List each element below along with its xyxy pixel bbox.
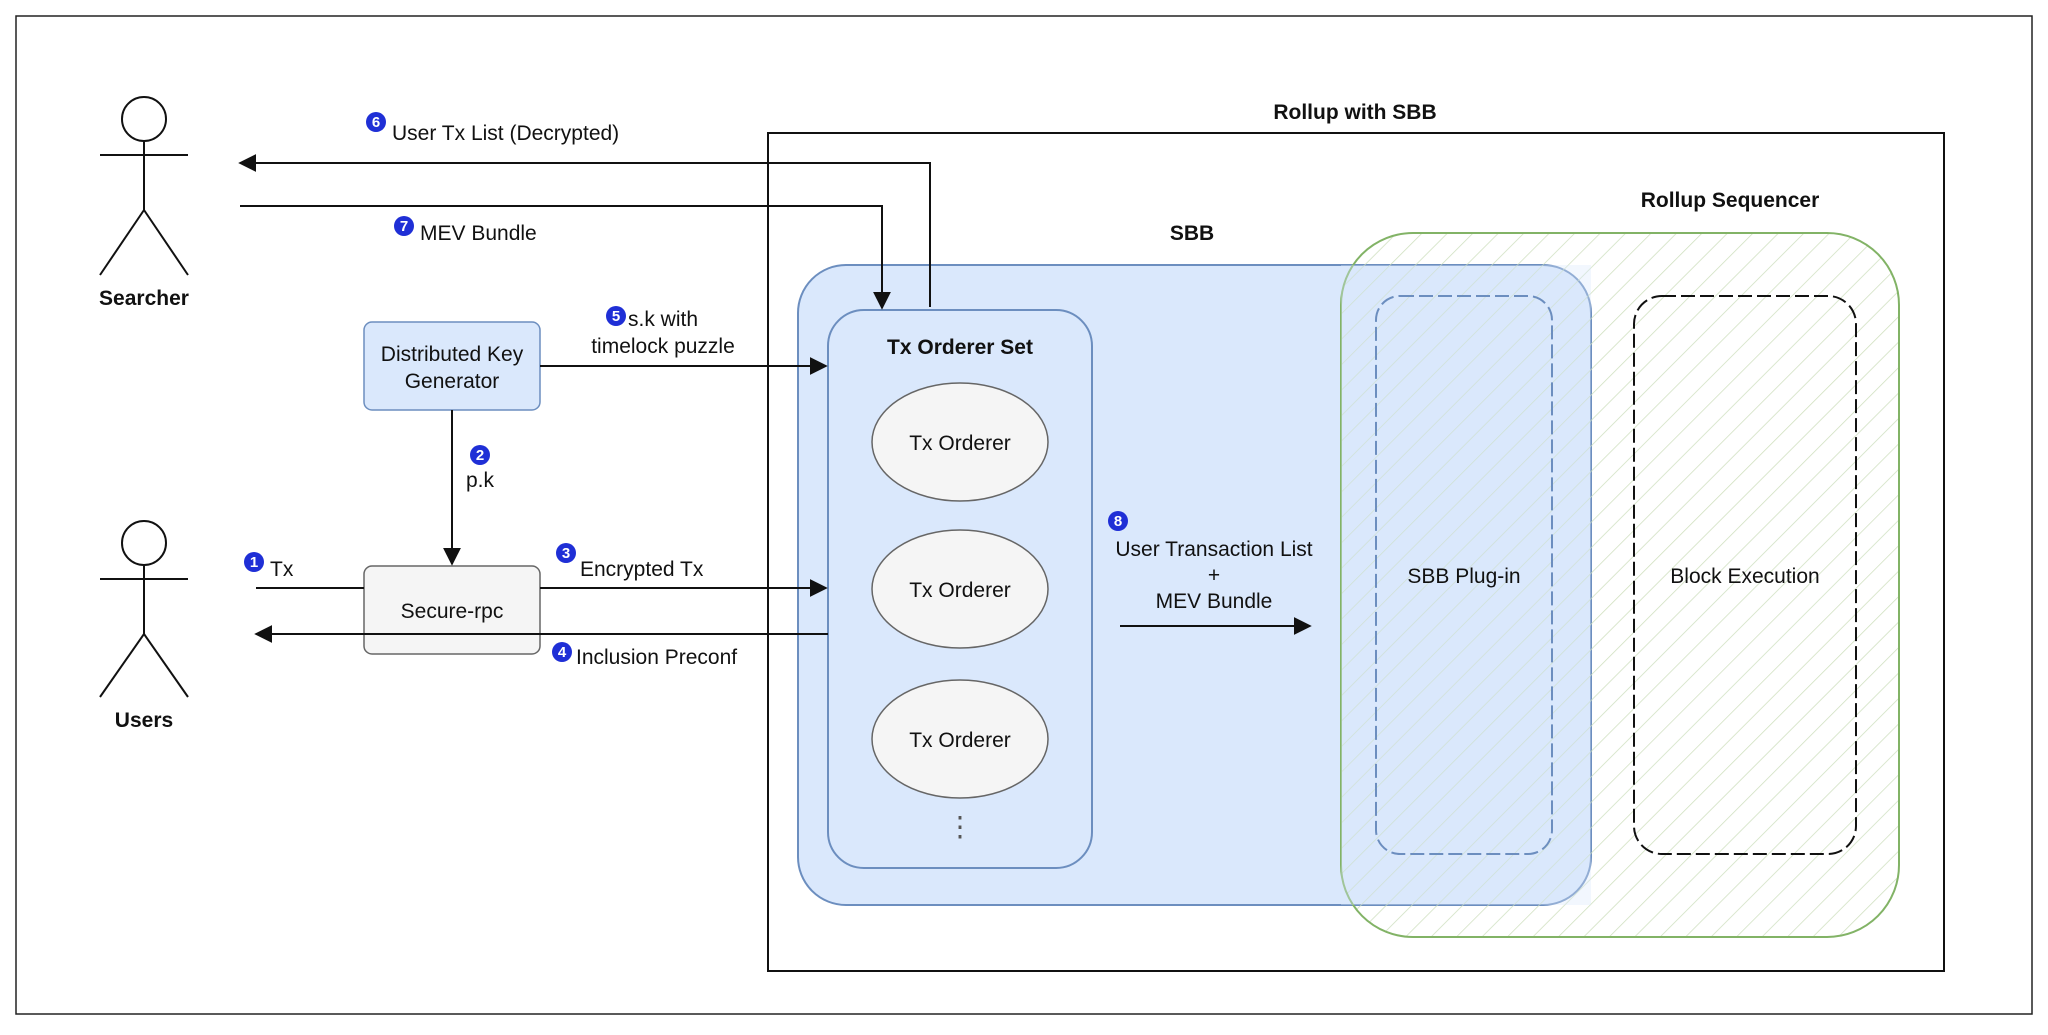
dkg-label-line1: Distributed Key	[381, 343, 524, 366]
tx-orderer-ellipsis: ⋮	[946, 811, 974, 842]
svg-text:Tx: Tx	[270, 558, 294, 581]
step-7: 7 MEV Bundle	[394, 216, 537, 245]
step-8: 8 User Transaction List + MEV Bundle	[1108, 511, 1313, 613]
arrow-mev-bundle	[240, 205, 891, 310]
searcher-label: Searcher	[99, 287, 189, 310]
tx-orderer-node-1	[871, 382, 1049, 502]
tx-orderer-node-2	[871, 529, 1049, 649]
svg-text:6: 6	[372, 114, 380, 131]
tx-orderer-label-3: Tx Orderer	[909, 729, 1011, 752]
step-6: 6 User Tx List (Decrypted)	[366, 112, 619, 145]
sbb-plugin-label: SBB Plug-in	[1407, 565, 1520, 588]
block-execution-label: Block Execution	[1670, 565, 1819, 588]
tx-orderer-node-3	[871, 679, 1049, 799]
step-5: 5 s.k with timelock puzzle	[591, 306, 735, 358]
rollup-with-sbb-title: Rollup with SBB	[1273, 101, 1436, 124]
rollup-sequencer-title: Rollup Sequencer	[1641, 189, 1820, 212]
svg-text:MEV Bundle: MEV Bundle	[420, 222, 537, 245]
tx-orderer-label-1: Tx Orderer	[909, 432, 1011, 455]
svg-text:+: +	[1208, 564, 1220, 587]
users-label: Users	[115, 709, 173, 732]
rollup-sequencer-container	[1340, 232, 1900, 938]
distributed-key-generator-box	[363, 321, 541, 411]
svg-text:5: 5	[612, 308, 620, 325]
tx-orderer-set-title: Tx Orderer Set	[887, 336, 1033, 359]
svg-text:1: 1	[250, 554, 258, 571]
step-2: 2 p.k	[466, 445, 495, 492]
svg-text:User Transaction List: User Transaction List	[1115, 538, 1312, 561]
tx-orderer-label-2: Tx Orderer	[909, 579, 1011, 602]
svg-text:7: 7	[400, 218, 408, 235]
searcher-actor-icon	[99, 96, 189, 276]
svg-text:MEV Bundle: MEV Bundle	[1156, 590, 1273, 613]
svg-text:8: 8	[1114, 513, 1122, 530]
dkg-label-line2: Generator	[405, 370, 500, 393]
svg-text:4: 4	[558, 644, 567, 661]
svg-text:timelock puzzle: timelock puzzle	[591, 335, 735, 358]
svg-text:2: 2	[476, 447, 484, 464]
step-1: 1 Tx	[244, 552, 294, 581]
step-4: 4 Inclusion Preconf	[552, 642, 737, 669]
svg-text:s.k with: s.k with	[628, 308, 698, 331]
svg-text:p.k: p.k	[466, 469, 495, 492]
users-actor-icon	[99, 520, 189, 698]
svg-text:User Tx List (Decrypted): User Tx List (Decrypted)	[392, 122, 619, 145]
sequencer-overlap-shade	[1341, 265, 1591, 905]
svg-text:Encrypted Tx: Encrypted Tx	[580, 558, 704, 581]
sbb-title: SBB	[1170, 222, 1214, 245]
secure-rpc-box	[363, 565, 541, 655]
svg-text:3: 3	[562, 545, 570, 562]
outer-frame	[15, 15, 2033, 1015]
svg-text:Inclusion Preconf: Inclusion Preconf	[576, 646, 737, 669]
step-3: 3 Encrypted Tx	[556, 543, 704, 581]
sbb-plugin-box	[1375, 295, 1553, 855]
secure-rpc-label: Secure-rpc	[401, 600, 504, 623]
arrow-user-tx-list	[238, 154, 931, 307]
block-execution-box	[1633, 295, 1857, 855]
rollup-with-sbb-container	[767, 132, 1945, 972]
